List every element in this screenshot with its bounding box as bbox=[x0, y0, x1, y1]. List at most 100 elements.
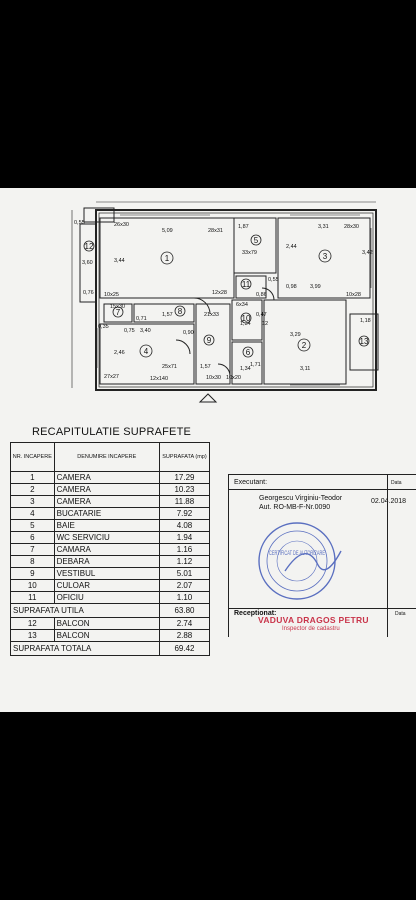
dim-label: 3,44 bbox=[114, 258, 125, 264]
floor-plan: 1 2 3 4 5 6 7 8 9 10 11 12 13 26x30 5,09… bbox=[0, 188, 416, 418]
dim-label: 3,40 bbox=[140, 328, 151, 334]
executant-date-label: Data bbox=[391, 480, 402, 486]
dim-label: 10x30 bbox=[206, 375, 221, 381]
dim-label: 26x30 bbox=[114, 222, 129, 228]
receptionat-date-label: Data bbox=[395, 611, 406, 617]
executant-box: Executant: Data Georgescu Virginiu-Teodo… bbox=[228, 474, 416, 637]
room-nr: 8 bbox=[10, 555, 55, 568]
executant-authorization: Aut. RO-MB-F-Nr.0090 bbox=[259, 504, 331, 511]
header-area: SUPRAFATA (mp) bbox=[158, 442, 211, 472]
room-area: 2.74 bbox=[158, 617, 211, 630]
room-number-8: 8 bbox=[178, 307, 183, 316]
room-number-4: 4 bbox=[144, 347, 149, 356]
receptionat-label: Receptionat: bbox=[234, 610, 277, 617]
dim-label: 0,75 bbox=[124, 328, 135, 334]
dim-label: 12 bbox=[262, 321, 268, 327]
dim-label: 0,98 bbox=[286, 284, 297, 290]
room-area: 1.12 bbox=[158, 555, 211, 568]
room-number-10: 10 bbox=[242, 314, 251, 323]
executant-date: 02.04.2018 bbox=[371, 498, 407, 505]
room-name: BUCATARIE bbox=[53, 507, 160, 520]
totala-row: SUPRAFATA TOTALA 69.42 bbox=[10, 641, 211, 656]
dim-label: 33x79 bbox=[242, 250, 257, 256]
room-area: 1.94 bbox=[158, 531, 211, 544]
room-name: CAMERA bbox=[53, 495, 160, 508]
header-nr: NR. INCAPERE bbox=[10, 442, 55, 472]
inspector-name: VADUVA DRAGOS PETRU bbox=[258, 615, 369, 625]
totala-value: 69.42 bbox=[158, 641, 211, 656]
dim-label: 0,86 bbox=[256, 292, 267, 298]
dim-label: 1,18 bbox=[360, 318, 371, 324]
dim-label: 1,57 bbox=[200, 364, 211, 370]
dim-label: 2,46 bbox=[114, 350, 125, 356]
dim-label: 0,55 bbox=[268, 277, 279, 283]
room-area: 1.10 bbox=[158, 591, 211, 604]
room-area: 4.08 bbox=[158, 519, 211, 532]
room-name: WC SERVICIU bbox=[53, 531, 160, 544]
dim-label: 1,57 bbox=[162, 312, 173, 318]
dim-label: 0,76 bbox=[83, 290, 94, 296]
executant-label: Executant: bbox=[234, 479, 268, 486]
receptionat-divider bbox=[229, 608, 416, 609]
dim-label: 0,71 bbox=[136, 316, 147, 322]
room-name: OFICIU bbox=[53, 591, 160, 604]
utila-value: 63.80 bbox=[158, 603, 211, 618]
room-number-12: 12 bbox=[85, 242, 94, 251]
executant-name: Georgescu Virginiu-Teodor bbox=[259, 495, 343, 502]
room-nr: 13 bbox=[10, 629, 55, 642]
dim-label: 2,44 bbox=[286, 244, 297, 250]
dim-label: 0,55 bbox=[74, 220, 85, 226]
dim-label: 27x27 bbox=[104, 374, 119, 380]
room-area: 7.92 bbox=[158, 507, 211, 520]
room-nr: 3 bbox=[10, 495, 55, 508]
room-name: DEBARA bbox=[53, 555, 160, 568]
dim-label: 12x140 bbox=[150, 376, 168, 382]
seal-stamp: CERTIFICAT DE AUTORIZARE bbox=[258, 522, 342, 600]
floor-plan-drawing: 1 2 3 4 5 6 7 8 9 10 11 12 13 26x30 5,09… bbox=[71, 201, 379, 403]
dim-label: 6x34 bbox=[236, 302, 248, 308]
room-nr: 11 bbox=[10, 591, 55, 604]
dim-label: 10x28 bbox=[346, 292, 361, 298]
dim-label: 3,29 bbox=[290, 332, 301, 338]
dim-label: 1,34 bbox=[240, 321, 251, 327]
room-nr: 10 bbox=[10, 579, 55, 592]
room-nr: 9 bbox=[10, 567, 55, 580]
dim-label: 3,60 bbox=[82, 260, 93, 266]
seal-text: CERTIFICAT DE AUTORIZARE bbox=[269, 551, 325, 557]
room-nr: 6 bbox=[10, 531, 55, 544]
room-number-5: 5 bbox=[254, 236, 259, 245]
dim-label: 21x33 bbox=[204, 312, 219, 318]
utila-row: SUPRAFATA UTILA 63.80 bbox=[10, 603, 211, 618]
dim-label: 28x30 bbox=[344, 224, 359, 230]
room-area: 17.29 bbox=[158, 471, 211, 484]
dim-label: 0,35 bbox=[98, 324, 109, 330]
dim-label: 0,90 bbox=[183, 330, 194, 336]
dim-label: 10x25 bbox=[104, 292, 119, 298]
room-area: 11.88 bbox=[158, 495, 211, 508]
room-area: 2.07 bbox=[158, 579, 211, 592]
room-name: CULOAR bbox=[53, 579, 160, 592]
room-area: 1.16 bbox=[158, 543, 211, 556]
dim-label: 0,47 bbox=[256, 312, 267, 318]
area-table: NR. INCAPERE DENUMIRE INCAPERE SUPRAFATA… bbox=[10, 442, 211, 656]
totala-label: SUPRAFATA TOTALA bbox=[10, 641, 160, 656]
dim-label: 12x28 bbox=[212, 290, 227, 296]
utila-label: SUPRAFATA UTILA bbox=[10, 603, 160, 618]
room-number-9: 9 bbox=[207, 336, 212, 345]
room-nr: 5 bbox=[10, 519, 55, 532]
dim-label: 1,34 bbox=[240, 366, 251, 372]
room-number-6: 6 bbox=[246, 348, 251, 357]
room-area: 10.23 bbox=[158, 483, 211, 496]
room-name: BALCON bbox=[53, 617, 160, 630]
